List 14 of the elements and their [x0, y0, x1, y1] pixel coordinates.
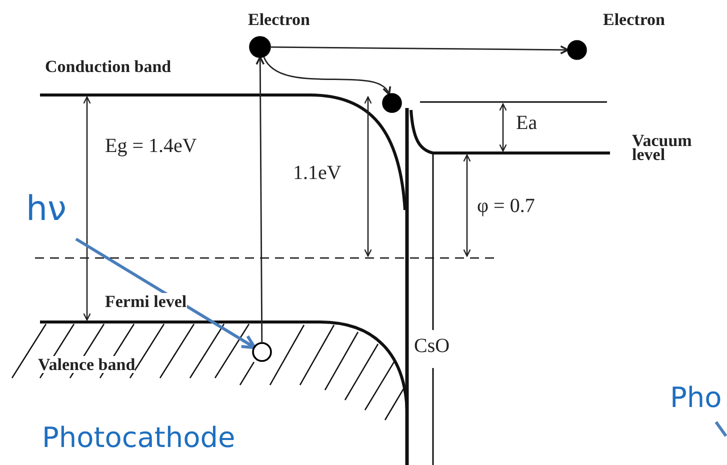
energy-label: Eg = 1.4eV: [105, 136, 197, 156]
electron-particle: [382, 93, 402, 113]
arrow: [256, 56, 265, 342]
electron-particle: Electron: [565, 8, 705, 60]
band-label: Valence band: [38, 356, 136, 373]
level-label: Fermi level: [105, 293, 187, 310]
electron-particle: Electron: [245, 8, 347, 60]
arrow: [271, 45, 569, 54]
band-label: Conduction band: [45, 58, 172, 75]
arrow: [75, 238, 256, 350]
energy-label: φ = 0.7: [477, 196, 535, 216]
photon-label: hν: [26, 192, 78, 236]
arrow: [263, 56, 390, 96]
hole-circle: [252, 342, 272, 362]
